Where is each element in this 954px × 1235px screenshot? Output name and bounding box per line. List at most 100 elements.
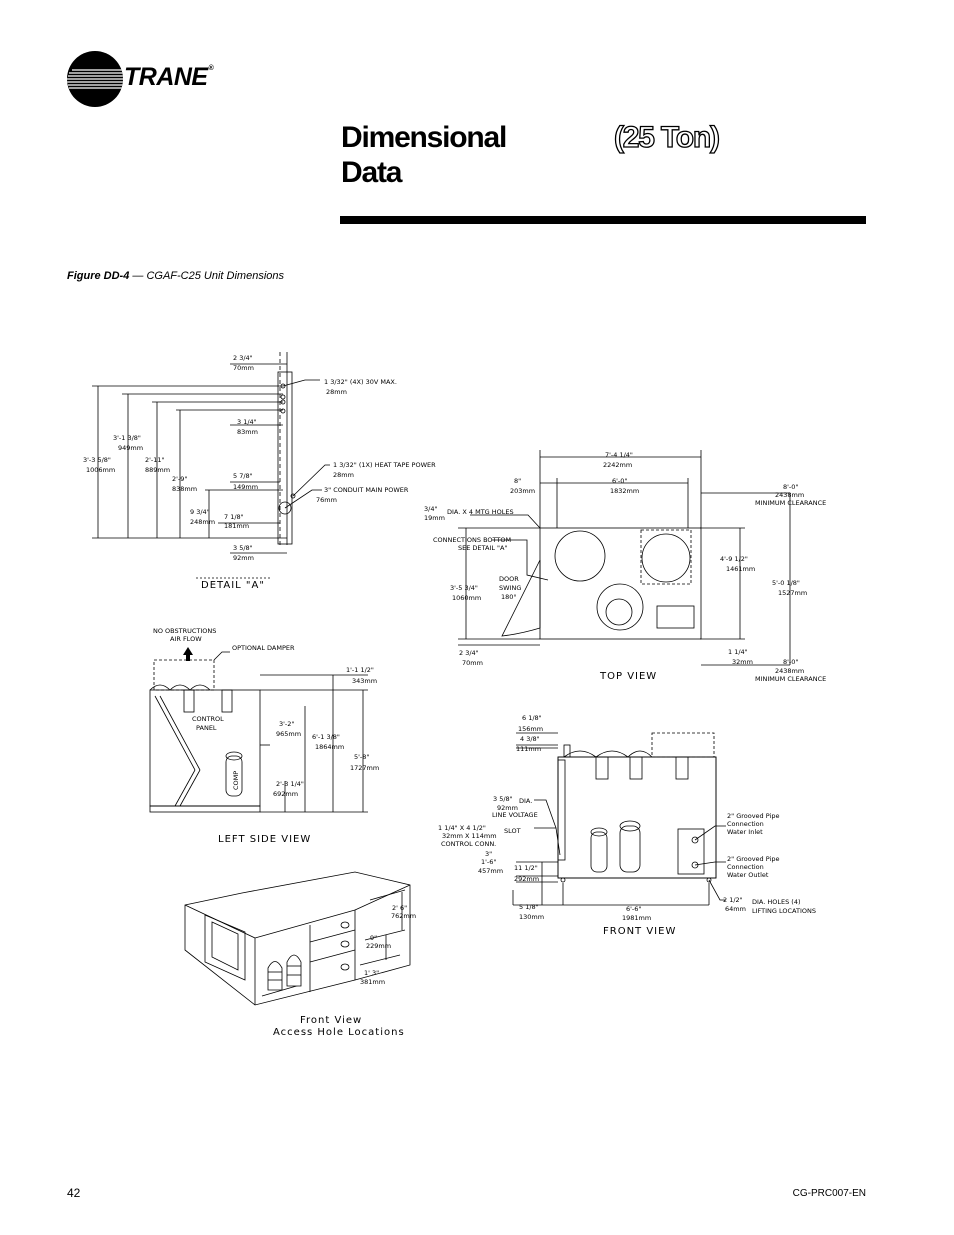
- detail-a-dim-5-mm: 149mm: [233, 483, 258, 491]
- detail-a-dim-1: 2 3/4": [233, 354, 253, 362]
- front-top-1-mm: 156mm: [518, 725, 543, 733]
- detail-a-dim-4-mm: 28mm: [333, 471, 354, 479]
- left-no-obstr-1: NO OBSTRUCTIONS: [153, 627, 216, 635]
- detail-a-dim-3-mm: 83mm: [237, 428, 258, 436]
- top-width-left: 8": [514, 477, 521, 485]
- top-depth-left: 3'-5 3/4": [450, 584, 478, 592]
- top-depth-out-mm: 1527mm: [778, 589, 807, 597]
- detail-a-view: 2 3/4" 70mm 1 3/32" (4X) 30V MAX. 28mm 3…: [83, 352, 436, 591]
- iso-dim-1-mm: 762mm: [391, 912, 416, 920]
- detail-a-height-3: 2'-11": [145, 456, 165, 464]
- top-bottom-right-mm: 32mm: [732, 658, 753, 666]
- front-top-1: 6 1/8": [522, 714, 542, 722]
- front-slot-note: SLOT: [504, 827, 521, 835]
- iso-dim-3-mm: 381mm: [360, 978, 385, 986]
- left-panel-1: CONTROL: [192, 715, 224, 723]
- detail-a-dim-2-mm: 28mm: [326, 388, 347, 396]
- left-comp-label: COMP: [232, 771, 240, 790]
- front-bottom-1-mm: 130mm: [519, 913, 544, 921]
- front-side-1: 3": [485, 850, 492, 858]
- front-view: 6 1/8" 156mm 4 3/8" 111mm 3 5/8" DIA. 92…: [438, 714, 816, 937]
- top-width-mid-mm: 1832mm: [610, 487, 639, 495]
- front-outlet-1: 2" Grooved Pipe: [727, 855, 779, 863]
- front-inlet-3: Water Inlet: [727, 828, 763, 836]
- detail-a-dim-2: 1 3/32" (4X) 30V MAX.: [324, 378, 397, 386]
- left-dim-2-mm: 965mm: [276, 730, 301, 738]
- detail-a-dim-8: 3 5/8": [233, 544, 253, 552]
- brand-name: TRANE®: [124, 63, 214, 91]
- top-holes-note: DIA. X 4 MTG HOLES: [447, 508, 514, 516]
- detail-a-height-1: 3'-3 5/8": [83, 456, 111, 464]
- figure-caption: Figure DD-4 — CGAF-C25 Unit Dimensions: [67, 270, 284, 282]
- front-top-2-mm: 111mm: [516, 745, 541, 753]
- detail-a-dim-1-mm: 70mm: [233, 364, 254, 372]
- page-title: Dimensional Data: [341, 120, 507, 190]
- detail-a-height-5: 9 3/4": [190, 508, 210, 516]
- left-dim-5-mm: 692mm: [273, 790, 298, 798]
- front-bottom-3: 2 1/2": [723, 896, 743, 904]
- front-bottom-1: 5 1/8": [519, 903, 539, 911]
- iso-view-title-2: Access Hole Locations: [273, 1027, 405, 1038]
- detail-a-height-5-mm: 248mm: [190, 518, 215, 526]
- left-dim-3: 6'-1 3/8": [312, 733, 340, 741]
- left-dim-2: 3'-2": [279, 720, 294, 728]
- detail-a-dim-3: 3 1/4": [237, 418, 257, 426]
- front-inlet-2: Connection: [727, 820, 764, 828]
- top-view: 7'-4 1/4" 2242mm 8" 203mm 6'-0" 1832mm 8…: [424, 450, 826, 683]
- title-rule: [340, 216, 866, 224]
- detail-a-dim-6-mm: 76mm: [316, 496, 337, 504]
- top-clear-top-mm: 2438mm: [775, 491, 804, 499]
- detail-a-dim-4: 1 3/32" (1X) HEAT TAPE POWER: [333, 461, 436, 469]
- top-conn-note-2: SEE DETAIL "A": [458, 544, 507, 552]
- detail-a-height-2-mm: 949mm: [118, 444, 143, 452]
- detail-a-height-2: 3'-1 3/8": [113, 434, 141, 442]
- top-depth-in: 4'-9 1/2": [720, 555, 748, 563]
- front-bottom-3-note: DIA. HOLES (4): [752, 898, 801, 906]
- figure-label: Figure DD-4: [67, 270, 130, 282]
- front-bottom-2: 6'-6": [626, 905, 641, 913]
- front-slot-note-2: CONTROL CONN.: [441, 840, 496, 848]
- left-side-view-title: LEFT SIDE VIEW: [218, 834, 311, 845]
- top-door-3: 180°: [501, 593, 517, 601]
- front-bottom-2-mm: 1981mm: [622, 914, 651, 922]
- front-side-2: 1'-6": [481, 858, 496, 866]
- left-dim-4-mm: 1727mm: [350, 764, 379, 772]
- top-width-left-mm: 203mm: [510, 487, 535, 495]
- figure-title: — CGAF-C25 Unit Dimensions: [129, 270, 284, 282]
- left-side-view: NO OBSTRUCTIONS AIR FLOW OPTIONAL DAMPER…: [149, 627, 379, 845]
- top-clear-bottom-mm: 2438mm: [775, 667, 804, 675]
- top-depth-out: 5'-0 1/8": [772, 579, 800, 587]
- front-outlet-2: Connection: [727, 863, 764, 871]
- front-lv-mm: 92mm: [497, 804, 518, 812]
- top-width-total-mm: 2242mm: [603, 461, 632, 469]
- top-conn-note-1: CONNECTIONS BOTTOM: [433, 536, 511, 544]
- detail-a-title: DETAIL "A": [201, 580, 265, 591]
- title-line-2: Data: [341, 156, 402, 189]
- registered-mark: ®: [208, 65, 214, 72]
- iso-dim-1: 2' 6": [392, 904, 407, 912]
- front-side-3-mm: 292mm: [514, 875, 539, 883]
- detail-a-dim-8-mm: 92mm: [233, 554, 254, 562]
- front-bottom-3-mm: 64mm: [725, 905, 746, 913]
- detail-a-height-4: 2'-9": [172, 475, 187, 483]
- top-width-total: 7'-4 1/4": [605, 451, 633, 459]
- left-dim-4: 5'-8": [354, 753, 369, 761]
- left-dim-3-mm: 1864mm: [315, 743, 344, 751]
- iso-dim-2: 9": [370, 934, 377, 942]
- trane-logo-icon: [67, 51, 123, 107]
- top-clear-top: 8'-0": [783, 483, 798, 491]
- top-clear-bottom: 8'-0": [783, 658, 798, 666]
- iso-dim-2-mm: 229mm: [366, 942, 391, 950]
- detail-a-dim-7-mm: 181mm: [224, 522, 249, 530]
- left-panel-2: PANEL: [196, 724, 217, 732]
- front-top-2: 4 3/8": [520, 735, 540, 743]
- detail-a-height-1-mm: 1006mm: [86, 466, 115, 474]
- front-side-2-mm: 457mm: [478, 867, 503, 875]
- top-door-2: SWING: [499, 584, 521, 592]
- left-dim-1: 1'-1 1/2": [346, 666, 374, 674]
- detail-a-dim-7: 7 1/8": [224, 513, 244, 521]
- front-side-3: 11 1/2": [514, 864, 538, 872]
- top-clear-top-note: MINIMUM CLEARANCE: [755, 499, 826, 507]
- front-lv-note: DIA.: [519, 797, 532, 805]
